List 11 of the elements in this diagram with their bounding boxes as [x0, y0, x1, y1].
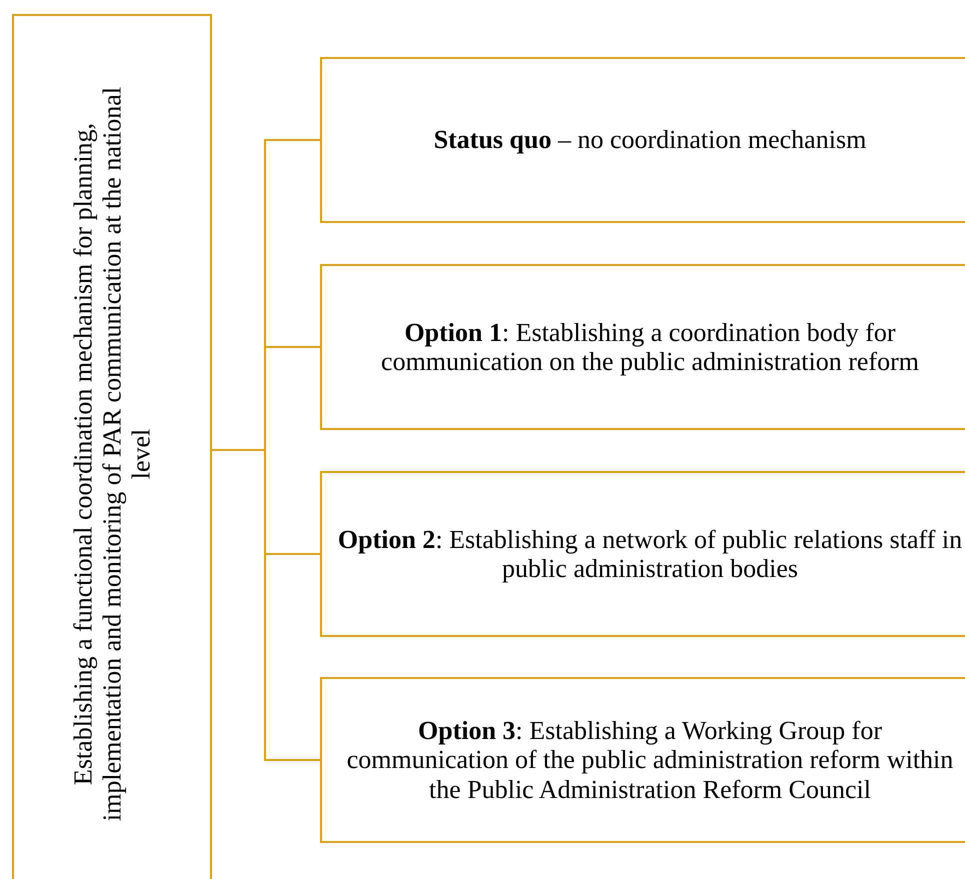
- option-text: Option 2: Establishing a network of public relations staff in public administration bodies: [336, 524, 964, 584]
- option-text: Option 1: Establishing a coordination body for communication on the public administration reform: [380, 318, 920, 376]
- option-box: [320, 57, 965, 223]
- option-text: Option 3: Establishing a Working Group for communication of the public administration reform within the Public Administration Reform Council: [346, 716, 954, 804]
- option-box: [320, 264, 965, 430]
- connector-line: [212, 449, 320, 761]
- option-text: Status quo – no coordination mechanism: [432, 125, 868, 155]
- vertical-heading: Establishing a functional coordination mechanism for planning, implementation and monitoring of PAR communication at the national level: [68, 86, 156, 824]
- option-box: [320, 677, 965, 843]
- option-box: [320, 471, 965, 637]
- option-box: [12, 14, 212, 879]
